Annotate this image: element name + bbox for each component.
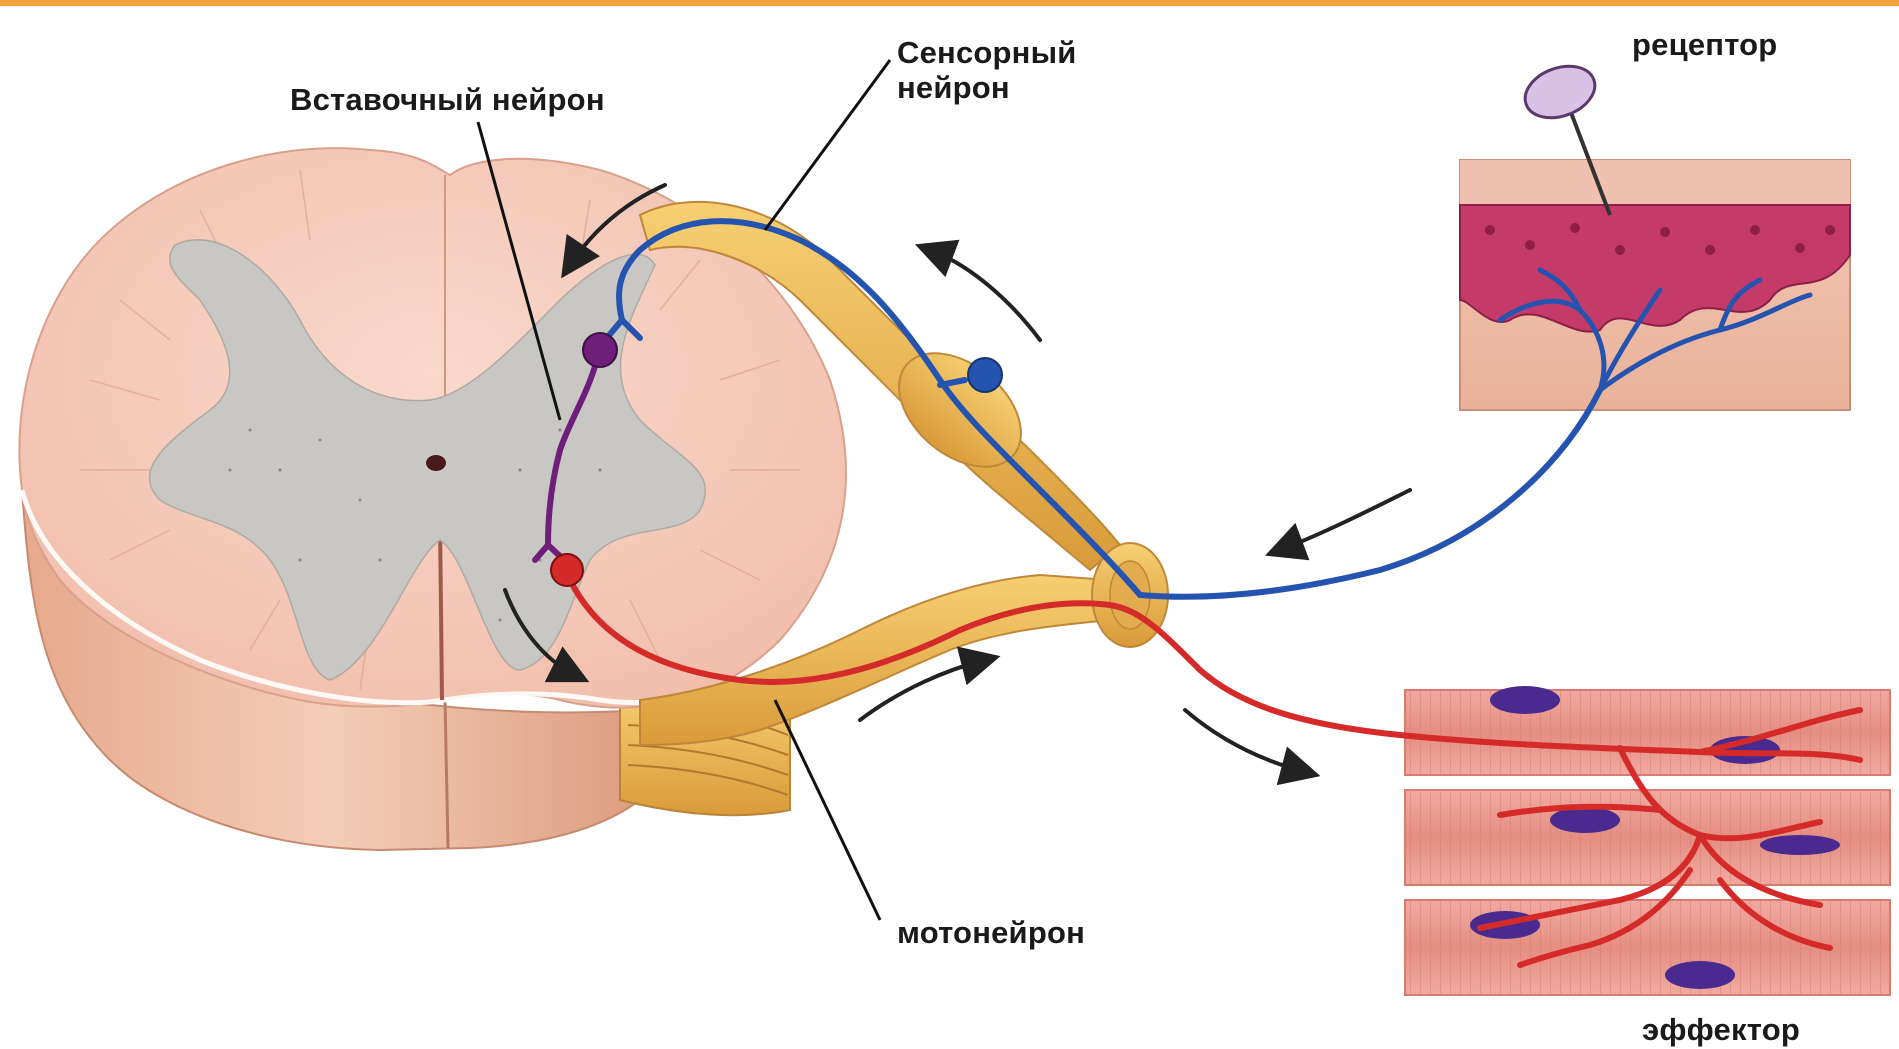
motor-neuron-label: мотонейрон (897, 915, 1085, 950)
sensory-neuron-label: Сенсорный нейрон (897, 35, 1077, 105)
sensory-cell-body (968, 358, 1002, 392)
receptor-label: рецептор (1632, 27, 1777, 62)
motor-cell-body (551, 554, 583, 586)
effector-label: эффектор (1642, 1012, 1800, 1047)
muscle-effector-tissue (1405, 686, 1890, 995)
interneuron-cell-body (583, 333, 617, 367)
interneuron-label: Вставочный нейрон (290, 82, 605, 117)
central-canal (426, 455, 446, 471)
skin-receptor-tissue (1460, 57, 1850, 410)
